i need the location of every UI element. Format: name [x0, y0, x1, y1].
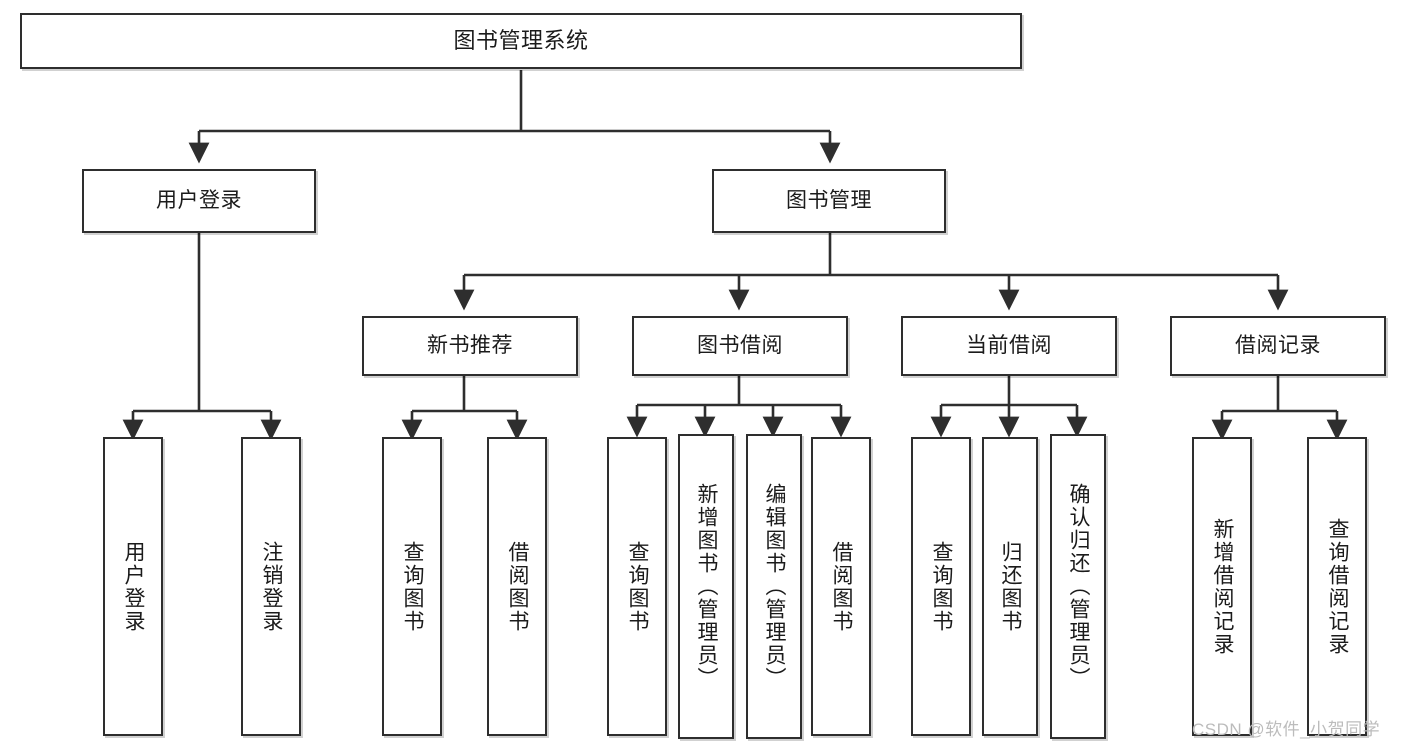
leaf-current-borrow-return-book[interactable]: 归还图书 — [982, 437, 1038, 736]
node-user-login[interactable]: 用户登录 — [82, 169, 316, 233]
edges-root-to-level1 — [188, 70, 841, 164]
node-label: 新增图书（管理员） — [695, 483, 719, 690]
leaf-book-borrow-edit-book-admin[interactable]: 编辑图书（管理员） — [746, 434, 802, 739]
node-label: 归还图书 — [999, 540, 1023, 633]
edges-book-borrow-to-leaves — [626, 376, 852, 438]
node-label: 查询图书 — [930, 540, 954, 633]
node-label: 用户登录 — [122, 540, 146, 633]
leaf-borrow-record-query-record[interactable]: 查询借阅记录 — [1307, 437, 1367, 736]
node-label: 图书管理 — [786, 189, 872, 213]
node-label: 图书借阅 — [697, 334, 783, 358]
node-label: 查询图书 — [626, 540, 650, 633]
node-label: 当前借阅 — [966, 334, 1052, 358]
node-label: 用户登录 — [156, 189, 242, 213]
node-label: 借阅记录 — [1235, 334, 1321, 358]
leaf-user-login-login[interactable]: 用户登录 — [103, 437, 163, 736]
leaf-book-borrow-query-book[interactable]: 查询图书 — [607, 437, 667, 736]
csdn-watermark: CSDN @软件_小贺同学 — [1192, 720, 1381, 739]
node-current-borrow[interactable]: 当前借阅 — [901, 316, 1117, 376]
edges-borrow-record-to-leaves — [1211, 376, 1348, 441]
leaf-book-borrow-borrow-book[interactable]: 借阅图书 — [811, 437, 871, 736]
node-label: 注销登录 — [260, 540, 284, 633]
node-label: 确认归还（管理员） — [1067, 483, 1091, 690]
node-label: 编辑图书（管理员） — [763, 483, 787, 690]
node-label: 图书管理系统 — [453, 27, 589, 53]
edges-user-login-to-leaves — [122, 233, 282, 441]
leaf-new-book-query-book[interactable]: 查询图书 — [382, 437, 442, 736]
edges-book-management-to-level2 — [453, 233, 1289, 311]
node-label: 新增借阅记录 — [1211, 517, 1235, 656]
edges-current-borrow-to-leaves — [930, 376, 1088, 438]
node-borrow-record[interactable]: 借阅记录 — [1170, 316, 1386, 376]
node-label: 查询借阅记录 — [1326, 517, 1350, 656]
leaf-current-borrow-confirm-return-admin[interactable]: 确认归还（管理员） — [1050, 434, 1106, 739]
edges-new-book-to-leaves — [401, 376, 528, 441]
node-label: 借阅图书 — [506, 540, 530, 633]
node-label: 借阅图书 — [830, 540, 854, 633]
node-book-borrow[interactable]: 图书借阅 — [632, 316, 848, 376]
node-book-management[interactable]: 图书管理 — [712, 169, 946, 233]
node-root-book-management-system[interactable]: 图书管理系统 — [20, 13, 1022, 69]
leaf-borrow-record-add-record[interactable]: 新增借阅记录 — [1192, 437, 1252, 736]
leaf-user-login-logout[interactable]: 注销登录 — [241, 437, 301, 736]
node-new-book-recommend[interactable]: 新书推荐 — [362, 316, 578, 376]
node-label: 查询图书 — [401, 540, 425, 633]
leaf-current-borrow-query-book[interactable]: 查询图书 — [911, 437, 971, 736]
leaf-new-book-borrow-book[interactable]: 借阅图书 — [487, 437, 547, 736]
leaf-book-borrow-add-book-admin[interactable]: 新增图书（管理员） — [678, 434, 734, 739]
node-label: 新书推荐 — [427, 334, 513, 358]
